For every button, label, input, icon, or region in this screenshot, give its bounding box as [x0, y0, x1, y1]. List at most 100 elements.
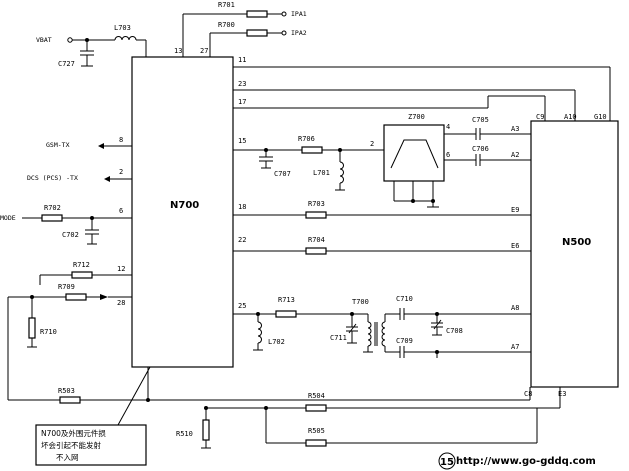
l703-label: L703 — [114, 24, 131, 32]
r702-label: R702 — [44, 204, 61, 212]
l702-label: L702 — [268, 338, 285, 346]
n500-pin-e3: E3 — [558, 390, 566, 398]
n700-pin-17: 17 — [238, 98, 246, 106]
n700-pin-25: 25 — [238, 302, 246, 310]
r700-resistor — [246, 29, 268, 37]
n500-pin-a3: A3 — [511, 125, 519, 133]
t700-secondary — [381, 321, 386, 347]
fault-note-line-2: 坏会引起不能发射 — [41, 440, 101, 450]
r505-label: R505 — [308, 427, 325, 435]
gsm-tx-arrow-icon — [98, 143, 104, 149]
n700-pin-28: 28 — [117, 299, 125, 307]
pin18-pin22-lines: 18 R703 E9 22 R704 E6 — [233, 200, 531, 255]
r510-resistor — [202, 419, 210, 441]
pin15-filter-net: 15 C707 R706 L701 2 Z700 4 C705 — [233, 113, 531, 208]
r704-label: R704 — [308, 236, 325, 244]
r704-resistor — [305, 247, 327, 255]
l701-label: L701 — [313, 169, 330, 177]
r712-label: R712 — [73, 261, 90, 269]
n500-pin-a8: A8 — [511, 304, 519, 312]
gsm-tx-port-label: GSM-TX — [46, 141, 70, 149]
n700-pin-2: 2 — [119, 168, 123, 176]
r712-resistor — [71, 271, 93, 279]
n700-pin-27: 27 — [200, 47, 208, 55]
z700-label: Z700 — [408, 113, 425, 121]
r505-resistor — [305, 439, 327, 447]
tx-inputs: GSM-TX 8 DCS (PCS) -TX 2 MODE R702 C702 … — [0, 136, 132, 245]
z700-pin-2: 2 — [370, 140, 374, 148]
vbat-terminal — [67, 37, 73, 43]
t700-primary — [367, 321, 372, 347]
n500-pin-a10: A10 — [564, 113, 577, 121]
n700-pin-8: 8 — [119, 136, 123, 144]
r703-label: R703 — [308, 200, 325, 208]
n700-pin-12: 12 — [117, 265, 125, 273]
c707-label: C707 — [274, 170, 291, 178]
z700-filter — [383, 124, 445, 182]
z700-bandpass-symbol — [390, 139, 439, 169]
r709-resistor — [65, 293, 87, 301]
z700-pin-4: 4 — [446, 123, 450, 131]
dcs-tx-port-label: DCS (PCS) -TX — [27, 174, 78, 182]
r710-label: R710 — [40, 328, 57, 336]
r710-resistor — [28, 317, 36, 339]
r706-label: R706 — [298, 135, 315, 143]
c727-label: C727 — [58, 60, 75, 68]
n700-pin-22: 22 — [238, 236, 246, 244]
c702-label: C702 — [62, 231, 79, 239]
n700-pin-23: 23 — [238, 80, 246, 88]
vbat-supply-net: VBAT L703 C727 — [36, 24, 147, 68]
t700-label: T700 — [352, 298, 369, 306]
l701-inductor — [339, 161, 344, 184]
z700-pin-6: 6 — [446, 151, 450, 159]
r713-label: R713 — [278, 296, 295, 304]
ipa-outputs: 13 27 R701 IPA1 R700 IPA2 — [174, 1, 307, 57]
r706-resistor — [301, 146, 323, 154]
n500-pin-g10: G10 — [594, 113, 607, 121]
r703-resistor — [305, 211, 327, 219]
n700-pin-18: 18 — [238, 203, 246, 211]
r503-resistor — [59, 396, 81, 404]
n700-label: N700 — [170, 200, 199, 211]
n500-chip: N500 — [530, 120, 619, 388]
dcs-tx-arrow-icon — [104, 176, 110, 182]
r700-label: R700 — [218, 21, 235, 29]
control-lines: 11 23 17 C9 A10 G10 — [233, 56, 611, 121]
page-number: 15 — [440, 457, 454, 468]
watermark-url: http://www.go-gddq.com — [456, 456, 596, 467]
r701-resistor — [246, 10, 268, 18]
n500-pin-c8: C8 — [524, 390, 532, 398]
c709-label: C709 — [396, 337, 413, 345]
feedback-net: R503 C8 R504 E3 R510 R505 — [8, 367, 566, 449]
n500-pin-e9: E9 — [511, 206, 519, 214]
fault-note: N700及外围元件损 坏会引起不能发射 不入网 — [35, 366, 151, 466]
pin28-arrow-icon — [100, 294, 108, 300]
vbat-port-label: VBAT — [36, 36, 52, 44]
r510-label: R510 — [176, 430, 193, 438]
l703-inductor — [114, 36, 137, 41]
ipa2-port-label: IPA2 — [291, 29, 307, 37]
n700-chip: N700 — [131, 56, 234, 368]
r713-resistor — [275, 310, 297, 318]
n500-pin-a2: A2 — [511, 151, 519, 159]
n500-pin-a7: A7 — [511, 343, 519, 351]
r701-label: R701 — [218, 1, 235, 9]
c710-label: C710 — [396, 295, 413, 303]
pin12-pin28-net: 12 R712 28 R709 R710 — [7, 261, 132, 400]
r702-resistor — [41, 214, 63, 222]
n500-label: N500 — [562, 237, 591, 248]
n700-pin-6: 6 — [119, 207, 123, 215]
ipa1-port-label: IPA1 — [291, 10, 307, 18]
c706-label: C706 — [472, 145, 489, 153]
fault-note-line-3: 不入网 — [56, 453, 79, 462]
c708-label: C708 — [446, 327, 463, 335]
l702-inductor — [257, 321, 262, 344]
c705-label: C705 — [472, 116, 489, 124]
r503-label: R503 — [58, 387, 75, 395]
n700-pin-13: 13 — [174, 47, 182, 55]
ipa2-terminal — [281, 30, 287, 36]
n500-pin-e6: E6 — [511, 242, 519, 250]
ipa1-terminal — [281, 11, 287, 17]
c711-label: C711 — [330, 334, 347, 342]
